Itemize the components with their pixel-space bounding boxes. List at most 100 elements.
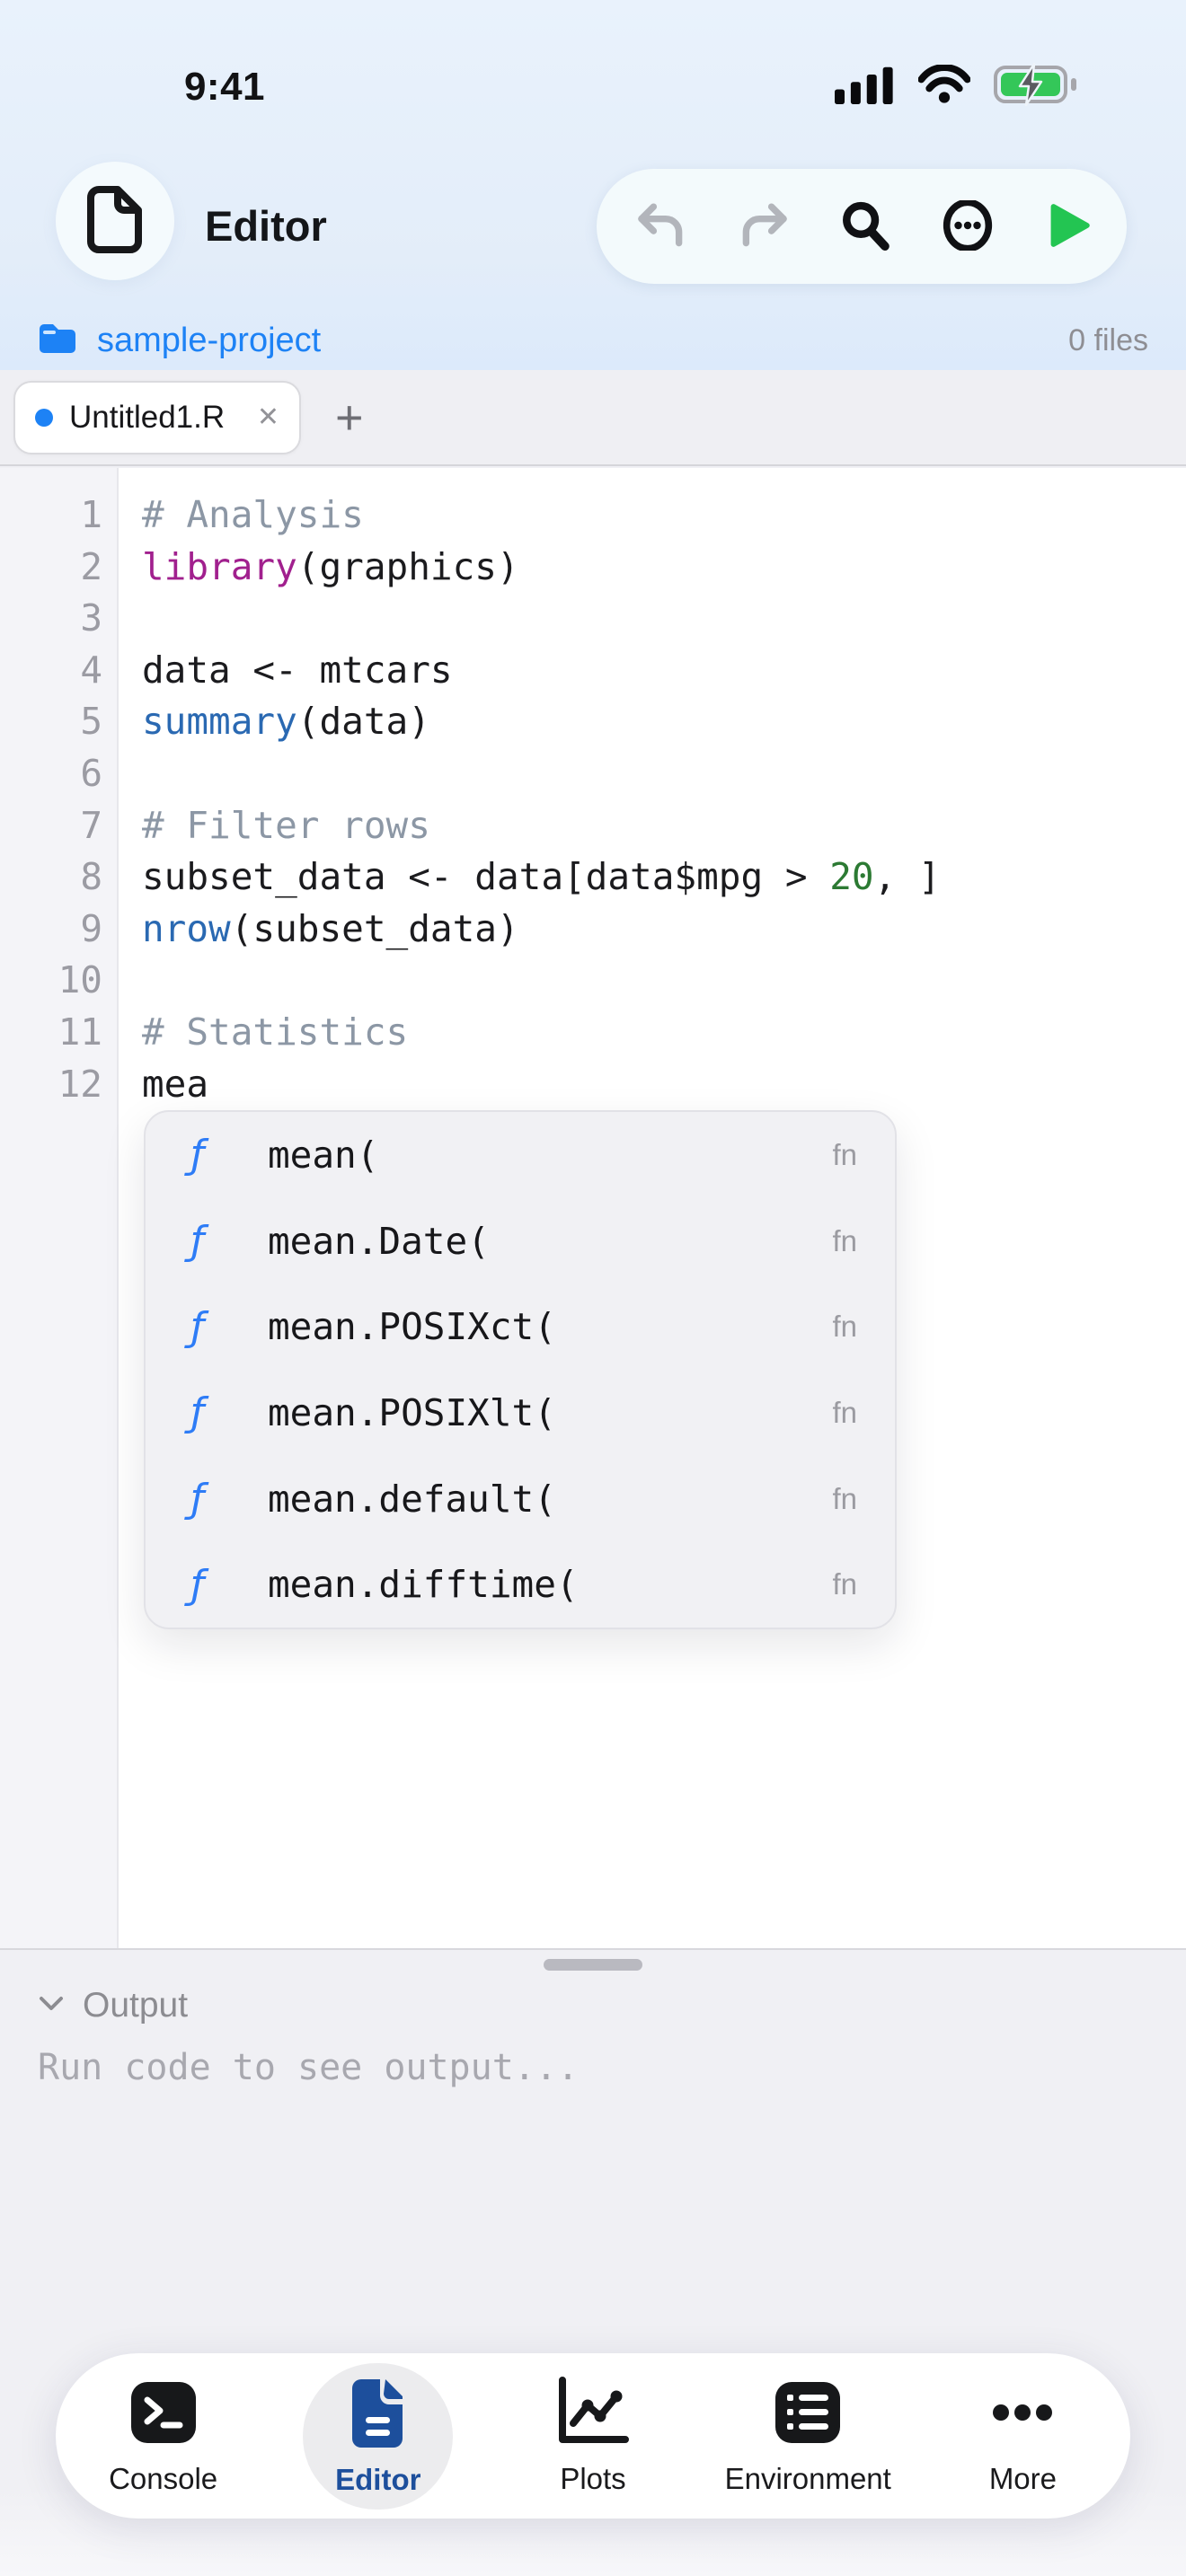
code-line[interactable]: data <- mtcars [142, 645, 1186, 697]
status-icons [834, 62, 1080, 110]
code-token: data <- mtcars [142, 648, 453, 692]
unsaved-dot [35, 408, 53, 427]
output-title: Output [83, 1986, 189, 2025]
line-number: 9 [80, 906, 102, 950]
code-line[interactable]: mea [142, 1059, 1186, 1111]
more-options-button[interactable] [939, 198, 996, 255]
code-line[interactable] [142, 955, 1186, 1007]
tab-plots-label: Plots [560, 2461, 626, 2495]
panel-drag-handle[interactable] [544, 1959, 642, 1971]
function-symbol-icon: ƒ [190, 1389, 205, 1436]
code-token: (subset_data) [230, 906, 519, 950]
search-icon [840, 200, 890, 253]
redo-button[interactable] [735, 198, 792, 255]
function-symbol-icon: ƒ [190, 1476, 205, 1522]
code-line[interactable] [142, 593, 1186, 645]
file-tab[interactable]: Untitled1.R ✕ [13, 380, 301, 454]
autocomplete-label: mean.POSIXct( [268, 1305, 556, 1349]
code-token: summary [142, 700, 297, 744]
redo-icon [739, 202, 788, 251]
code-token: library [142, 544, 297, 588]
play-icon [1046, 200, 1093, 253]
tab-plots[interactable]: Plots [485, 2376, 700, 2496]
code-line[interactable]: # Filter rows [142, 800, 1186, 852]
breadcrumb: sample-project 0 files [0, 311, 1186, 370]
line-number: 7 [80, 803, 102, 847]
folder-icon [38, 322, 77, 359]
code-line[interactable]: # Statistics [142, 1007, 1186, 1059]
autocomplete-kind-badge: fn [832, 1567, 857, 1601]
autocomplete-label: mean.Date( [268, 1219, 490, 1263]
undo-button[interactable] [633, 198, 690, 255]
page-title: Editor [205, 202, 327, 250]
code-line[interactable] [142, 748, 1186, 800]
line-number: 12 [58, 1062, 102, 1106]
document-icon [87, 185, 143, 258]
wifi-icon [917, 63, 971, 109]
bottom-tab-bar: Console Editor [56, 2353, 1130, 2519]
autocomplete-kind-badge: fn [832, 1137, 857, 1171]
function-symbol-icon: ƒ [190, 1132, 205, 1178]
output-placeholder: Run code to see output... [38, 2047, 580, 2088]
tab-more-label: More [988, 2461, 1057, 2495]
line-number: 10 [58, 958, 102, 1002]
battery-charging-icon [994, 62, 1080, 110]
autocomplete-label: mean.default( [268, 1477, 556, 1521]
function-symbol-icon: ƒ [190, 1561, 205, 1608]
run-button[interactable] [1040, 198, 1098, 255]
tab-editor[interactable]: Editor [270, 2362, 485, 2510]
function-symbol-icon: ƒ [190, 1303, 205, 1350]
autocomplete-kind-badge: fn [832, 1223, 857, 1257]
code-line[interactable]: library(graphics) [142, 542, 1186, 594]
code-token: mea [142, 1062, 209, 1106]
search-button[interactable] [836, 198, 894, 255]
project-breadcrumb[interactable]: sample-project [38, 322, 321, 360]
editor-doc-icon [350, 2378, 406, 2452]
line-number: 4 [80, 648, 102, 692]
line-number: 2 [80, 544, 102, 588]
code-token: # Statistics [142, 1010, 409, 1054]
undo-icon [637, 202, 686, 251]
code-line[interactable]: nrow(subset_data) [142, 904, 1186, 956]
app-icon-circle [56, 162, 174, 280]
files-count: 0 files [1068, 322, 1148, 357]
code-line[interactable]: # Analysis [142, 490, 1186, 542]
tab-environment[interactable]: Environment [701, 2377, 916, 2496]
code-line[interactable]: subset_data <- data[data$mpg > 20, ] [142, 851, 1186, 904]
line-number: 1 [80, 493, 102, 536]
tab-console[interactable]: Console [56, 2377, 270, 2496]
code-token: nrow [142, 906, 231, 950]
code-line[interactable]: summary(data) [142, 696, 1186, 748]
autocomplete-item[interactable]: ƒ mean.POSIXlt( fn [146, 1370, 895, 1456]
close-tab-icon[interactable]: ✕ [256, 401, 279, 432]
autocomplete-label: mean.POSIXlt( [268, 1390, 556, 1434]
code-token: subset_data <- data[data$mpg > [142, 855, 830, 899]
file-tab-label: Untitled1.R [69, 399, 226, 435]
editor-toolbar [597, 169, 1127, 284]
tab-more[interactable]: More [916, 2377, 1130, 2496]
line-number: 11 [58, 1010, 102, 1054]
autocomplete-item[interactable]: ƒ mean( fn [146, 1112, 895, 1198]
top-header: 9:41 [0, 0, 1186, 370]
environment-list-icon [772, 2377, 844, 2451]
tab-editor-label: Editor [335, 2462, 421, 2496]
line-number: 8 [80, 855, 102, 899]
autocomplete-label: mean( [268, 1133, 379, 1177]
code-token: # Filter rows [142, 803, 430, 847]
line-number: 3 [80, 596, 102, 640]
add-tab-button[interactable]: + [335, 390, 364, 445]
ellipsis-circle-icon [943, 198, 993, 253]
status-time: 9:41 [183, 65, 266, 109]
code-token: (graphics) [296, 544, 519, 588]
output-header[interactable]: Output [38, 1986, 188, 2025]
line-number: 6 [80, 751, 102, 795]
more-dots-icon [985, 2377, 1060, 2451]
cellular-signal-icon [834, 65, 895, 109]
autocomplete-kind-badge: fn [832, 1395, 857, 1429]
